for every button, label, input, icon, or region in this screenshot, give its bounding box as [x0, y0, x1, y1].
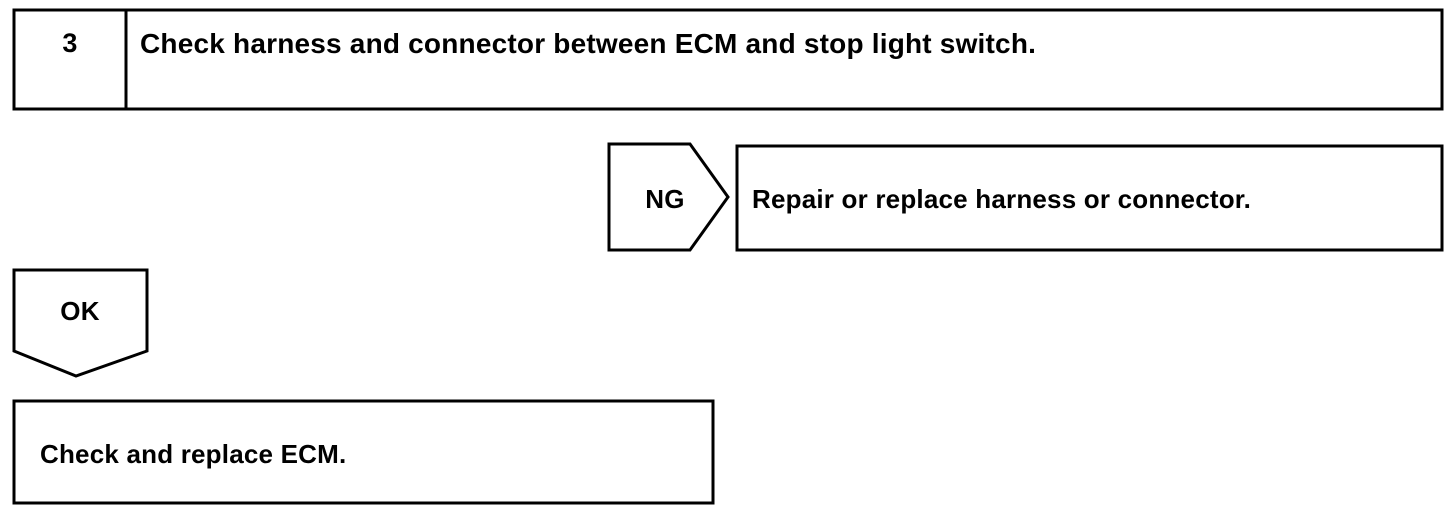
ng-action-box: [735, 144, 1444, 252]
step-number: 3: [62, 28, 78, 58]
ng-arrow-box: [607, 142, 730, 252]
ok-action: Check and replace ECM.: [40, 439, 347, 469]
ok-arrow-box: [12, 268, 149, 378]
ok-label: OK: [60, 296, 100, 326]
ng-action: Repair or replace harness or connector.: [752, 184, 1252, 214]
ok-action-box: [12, 399, 715, 505]
step-title: Check harness and connector between ECM …: [140, 28, 1037, 59]
ng-label: NG: [645, 184, 685, 214]
step-box: [12, 8, 1444, 111]
